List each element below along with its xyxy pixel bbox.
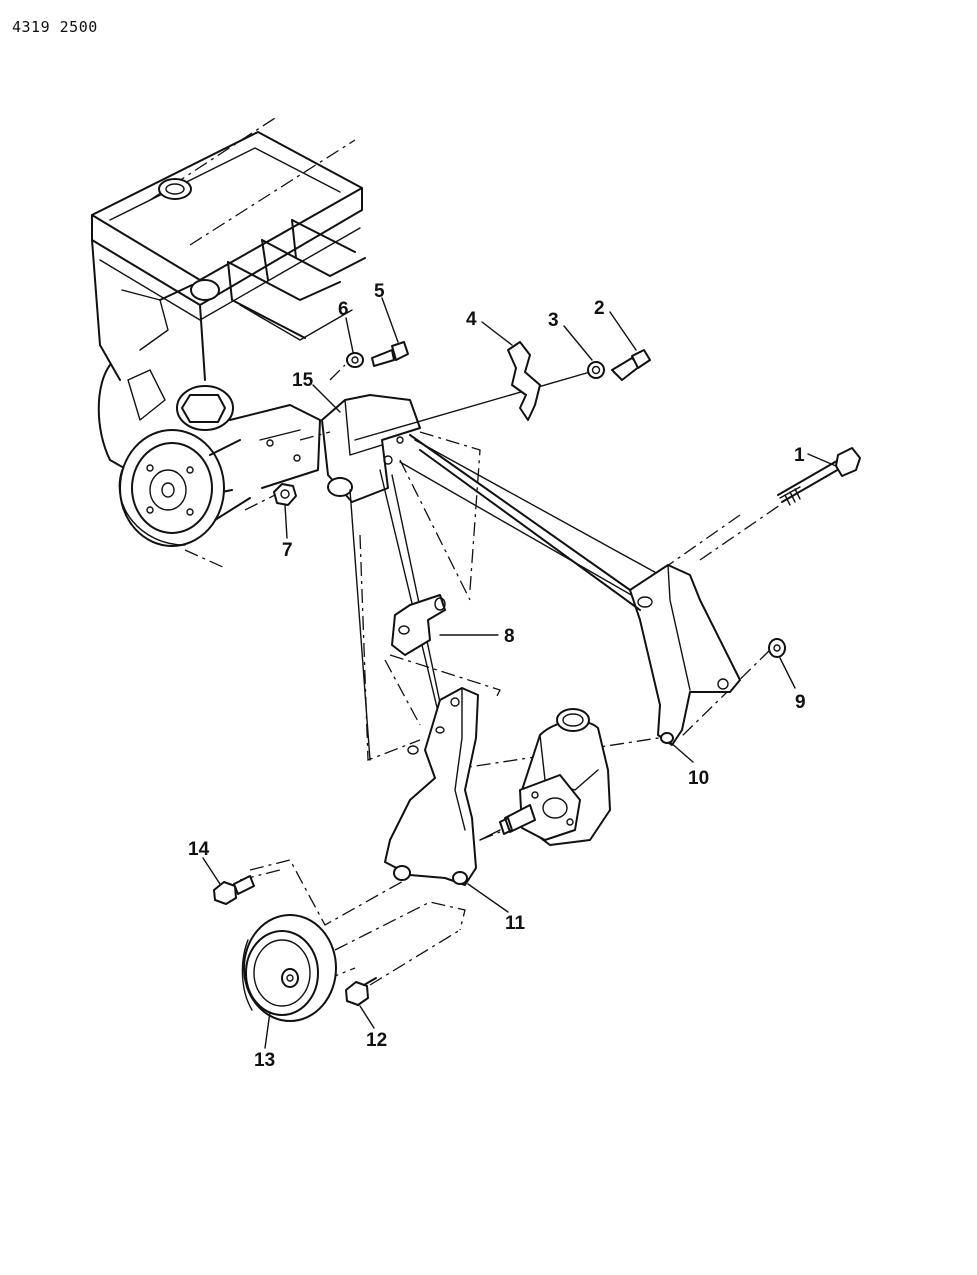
- upper-bracket: [321, 394, 421, 503]
- callout-14: 14: [188, 839, 210, 860]
- callout-9: 9: [795, 692, 806, 713]
- callout-5: 5: [374, 281, 385, 302]
- callout-1: 1: [794, 445, 805, 466]
- nut-7: [273, 483, 297, 506]
- retaining-clip: [507, 341, 541, 421]
- bolt-5: [371, 341, 409, 367]
- callout-7: 7: [282, 540, 293, 561]
- spacer-8: [391, 594, 446, 656]
- callout-13: 13: [254, 1050, 275, 1071]
- nut-9: [768, 638, 786, 658]
- engine-illustration: [91, 117, 366, 569]
- nut-3: [587, 361, 605, 379]
- callout-6: 6: [338, 299, 349, 320]
- bolt-12: [345, 977, 377, 1006]
- callout-10: 10: [688, 768, 709, 789]
- callout-3: 3: [548, 310, 559, 331]
- power-steering-pump: [479, 708, 611, 846]
- bolt-2: [611, 349, 651, 381]
- long-bolt: [699, 447, 861, 561]
- callout-12: 12: [366, 1030, 387, 1051]
- callout-labels: 1 2 3 4 5 6 7 8 9 10 11 12 13 14 15: [188, 281, 806, 1071]
- bolt-14: [213, 875, 255, 905]
- lower-bracket: [384, 687, 479, 886]
- main-bracket: [409, 434, 741, 746]
- callout-15: 15: [292, 370, 314, 391]
- drawing-code: 4319 2500: [12, 18, 98, 36]
- washer-6: [346, 352, 364, 368]
- callout-11: 11: [505, 913, 526, 934]
- callout-2: 2: [594, 298, 605, 319]
- callout-8: 8: [504, 626, 515, 647]
- pump-pulley: [241, 914, 337, 1022]
- callout-4: 4: [466, 309, 477, 330]
- callout-leaders: [202, 297, 837, 1049]
